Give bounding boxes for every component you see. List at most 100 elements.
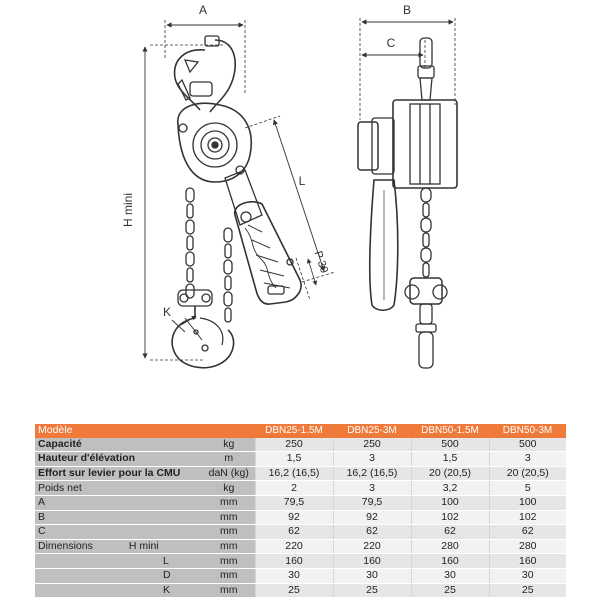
dim-label-l: L <box>299 174 306 188</box>
row-label: B <box>35 510 203 526</box>
row-value: 16,2 (16,5) <box>332 466 411 482</box>
header-model-3: DBN50-1.5M <box>411 424 489 438</box>
dim-label-c: C <box>387 36 396 50</box>
row-value: 3 <box>332 451 411 467</box>
row-value: 92 <box>254 510 333 526</box>
row-sublabel: L <box>163 554 169 567</box>
row-label: Hauteur d'élévation <box>35 451 203 467</box>
row-value: 160 <box>332 553 411 569</box>
row-label: C <box>35 524 203 540</box>
row-value: 20 (20,5) <box>488 466 566 482</box>
dim-label-a: A <box>199 3 207 17</box>
dim-label-p30: P 30 <box>312 250 330 275</box>
row-sublabel: H mini <box>128 540 159 553</box>
row-value: 102 <box>410 510 489 526</box>
row-unit: mm <box>203 524 255 540</box>
row-value: 102 <box>488 510 566 526</box>
row-unit: kg <box>203 437 255 453</box>
row-value: 92 <box>332 510 411 526</box>
spec-table: Modèle DBN25-1.5M DBN25-3M DBN50-1.5M DB… <box>35 424 566 599</box>
row-value: 62 <box>488 524 566 540</box>
row-value: 62 <box>332 524 411 540</box>
row-label: D <box>35 568 203 584</box>
front-left-chain <box>185 187 195 299</box>
row-value: 20 (20,5) <box>410 466 489 482</box>
row-label: Dimensions H mini <box>35 539 203 555</box>
row-value: 30 <box>254 568 333 584</box>
row-unit: mm <box>203 495 255 511</box>
table-header-row: Modèle DBN25-1.5M DBN25-3M DBN50-1.5M DB… <box>35 424 566 438</box>
row-value: 1,5 <box>254 451 333 467</box>
row-label: Poids net <box>35 480 203 496</box>
row-label: Effort sur levier pour la CMU <box>35 466 203 482</box>
row-label: Capacité <box>35 437 203 453</box>
row-sublabel: K <box>163 583 171 596</box>
front-right-chain <box>223 227 233 323</box>
row-unit: mm <box>203 510 255 526</box>
row-value: 280 <box>488 539 566 555</box>
row-unit: kg <box>203 480 255 496</box>
row-value: 500 <box>410 437 489 453</box>
row-value: 3 <box>332 480 411 496</box>
row-value: 250 <box>254 437 333 453</box>
row-value: 100 <box>488 495 566 511</box>
side-view <box>357 18 458 369</box>
row-value: 25 <box>332 583 411 599</box>
header-unit <box>203 424 255 438</box>
row-sublabel: D <box>163 569 171 582</box>
row-value: 1,5 <box>410 451 489 467</box>
header-model-4: DBN50-3M <box>489 424 566 438</box>
dim-label-k: K <box>163 305 171 319</box>
row-value: 25 <box>254 583 333 599</box>
row-value: 79,5 <box>332 495 411 511</box>
row-unit: m <box>203 451 255 467</box>
header-model-label: Modèle <box>35 424 203 438</box>
row-value: 160 <box>488 553 566 569</box>
row-value: 16,2 (16,5) <box>254 466 333 482</box>
row-value: 280 <box>410 539 489 555</box>
header-model-2: DBN25-3M <box>333 424 411 438</box>
row-value: 30 <box>488 568 566 584</box>
row-unit: mm <box>203 539 255 555</box>
row-value: 62 <box>254 524 333 540</box>
row-unit: mm <box>203 553 255 569</box>
row-unit: daN (kg) <box>203 466 255 482</box>
row-value: 3 <box>488 451 566 467</box>
row-label: A <box>35 495 203 511</box>
row-value: 160 <box>410 553 489 569</box>
row-label: K <box>35 583 203 599</box>
row-value: 62 <box>410 524 489 540</box>
dim-label-b: B <box>403 3 411 17</box>
row-label: L <box>35 553 203 569</box>
row-value: 500 <box>488 437 566 453</box>
row-value: 30 <box>332 568 411 584</box>
row-value: 79,5 <box>254 495 333 511</box>
row-value: 25 <box>488 583 566 599</box>
row-value: 3,2 <box>410 480 489 496</box>
lever-hoist-drawing: A B C H mini L P 30 K <box>121 3 458 369</box>
row-label-main: Dimensions <box>38 540 93 553</box>
row-value: 250 <box>332 437 411 453</box>
dim-label-h-mini: H mini <box>121 193 135 227</box>
row-unit: mm <box>203 583 255 599</box>
row-value: 2 <box>254 480 333 496</box>
row-value: 5 <box>488 480 566 496</box>
row-unit: mm <box>203 568 255 584</box>
header-model-1: DBN25-1.5M <box>255 424 333 438</box>
row-value: 220 <box>332 539 411 555</box>
side-chain <box>420 187 432 278</box>
row-value: 220 <box>254 539 333 555</box>
row-value: 160 <box>254 553 333 569</box>
row-value: 100 <box>410 495 489 511</box>
